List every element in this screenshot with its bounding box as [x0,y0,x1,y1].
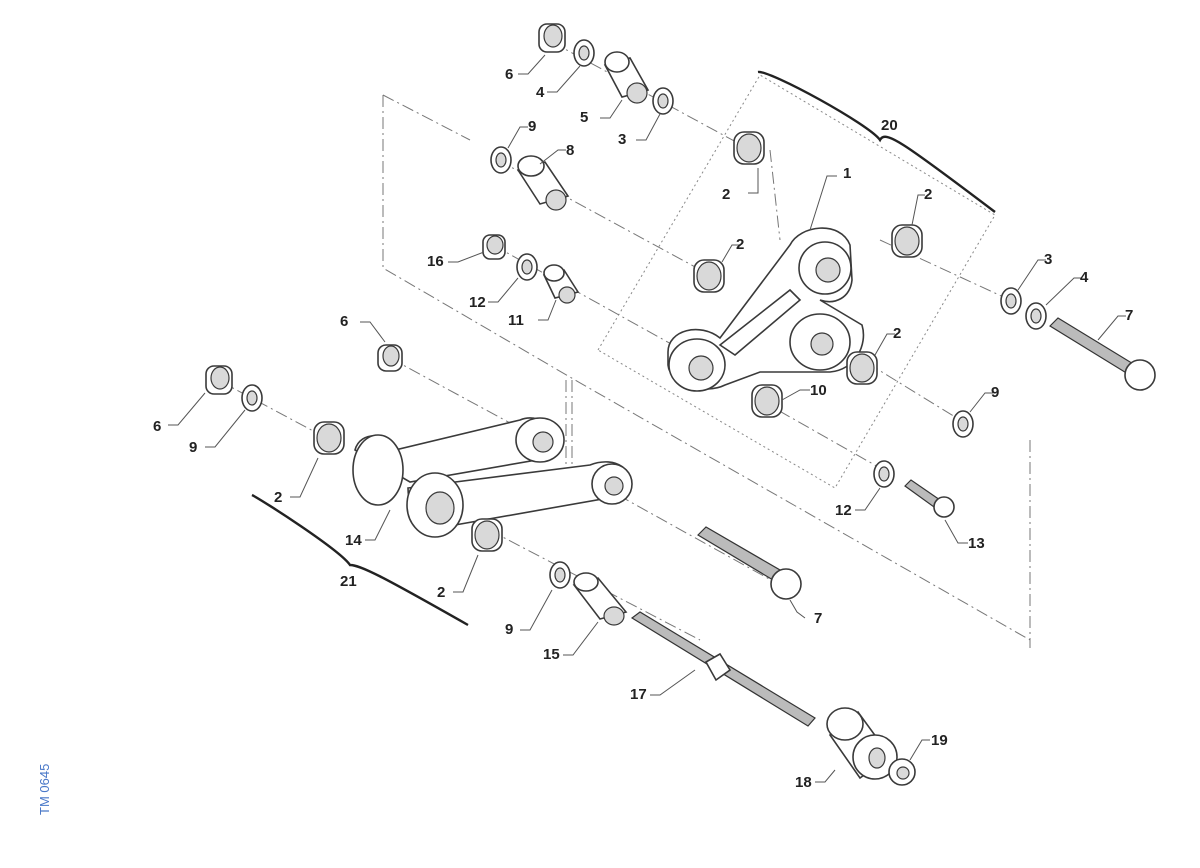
label-3: 3 [1044,251,1052,268]
assembly-phantom-lines [382,74,1031,648]
label-3: 3 [618,131,626,148]
label-12: 12 [835,502,852,519]
label-17: 17 [630,686,647,703]
label-21: 21 [340,573,357,590]
label-9: 9 [528,118,536,135]
label-2: 2 [274,489,282,506]
bolts [630,317,1156,727]
label-13: 13 [968,535,985,552]
label-2: 2 [893,325,901,342]
label-5: 5 [580,109,588,126]
label-2: 2 [736,236,744,253]
part-1-rocker-link [667,227,865,392]
label-18: 18 [795,774,812,791]
sleeves [516,51,650,626]
part-18-spacer [826,707,898,780]
brace-21 [251,493,469,627]
label-6: 6 [505,66,513,83]
callout-labels: 1 2 2 2 2 2 2 3 3 4 4 5 6 6 6 7 7 8 9 9 … [153,66,1133,791]
caps-parts-6-16 [205,23,566,395]
label-12: 12 [469,294,486,311]
label-4: 4 [536,84,545,101]
label-15: 15 [543,646,560,663]
label-14: 14 [345,532,362,549]
bushings-part-2 [313,131,923,552]
leader-lines [168,54,1126,783]
label-7: 7 [814,610,822,627]
label-10: 10 [810,382,827,399]
brace-20 [757,70,996,213]
label-7: 7 [1125,307,1133,324]
label-1: 1 [843,165,851,182]
label-6: 6 [340,313,348,330]
label-8: 8 [566,142,574,159]
label-9: 9 [189,439,197,456]
label-20: 20 [881,117,898,134]
label-6: 6 [153,418,161,435]
label-9: 9 [991,384,999,401]
label-2: 2 [924,186,932,203]
label-19: 19 [931,732,948,749]
label-2: 2 [437,584,445,601]
label-9: 9 [505,621,513,638]
washers [241,39,1047,589]
part-14-lower-linkage [352,417,633,538]
label-4: 4 [1080,269,1089,286]
label-16: 16 [427,253,444,270]
part-19-nut [888,758,916,786]
reference-code: TM 0645 [37,764,52,815]
label-11: 11 [508,312,524,329]
label-2: 2 [722,186,730,203]
